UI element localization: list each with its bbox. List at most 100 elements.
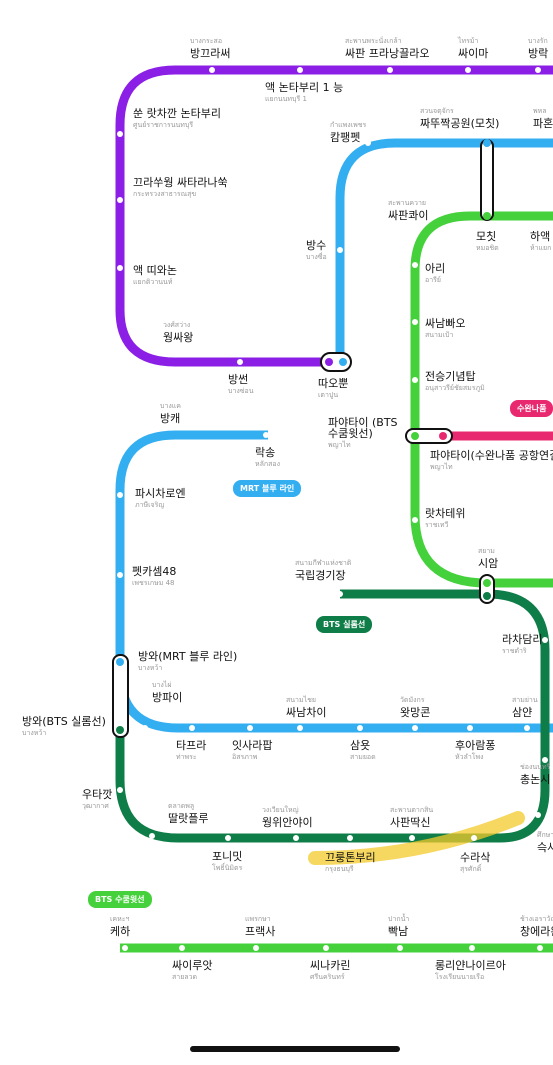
station-name: 빡남	[388, 925, 409, 938]
station-name: 랏차테위	[425, 507, 466, 520]
station-thai-name: สุรศักดิ์	[460, 865, 482, 873]
station-name: 왓망콘	[400, 706, 431, 719]
station-label-bang-wa-mrt[interactable]: 방와(MRT 블루 라인)บางหว้า	[138, 651, 237, 672]
station-name: 수라삭	[460, 851, 491, 864]
station-name: 방끄라써	[190, 47, 231, 60]
station-thai-name: กรุงธนบุรี	[325, 865, 354, 873]
station-name: 국립경기장	[295, 569, 346, 582]
station-name: 씨나카린	[310, 959, 351, 972]
station-name: 웡위안야이	[262, 816, 313, 829]
station-thai-name: วัดมังกร	[400, 696, 425, 704]
station-label-chang-erawan[interactable]: ช้างเอราวัณ창에라완	[520, 916, 553, 938]
interchange-dot	[483, 592, 491, 600]
station-thai-name: โรงเรียนนายเรือ	[435, 973, 485, 981]
station-name: 후아람퐁	[455, 739, 496, 752]
line-tag-bts-silom: BTS 실롬선	[316, 616, 373, 633]
station-name: 캄팽펫	[330, 131, 361, 144]
station-thai-name: ราชดำริ	[502, 647, 527, 655]
station-name: 프랙사	[245, 925, 276, 938]
interchange-dot	[325, 358, 333, 366]
station-name: 우타깟	[82, 788, 113, 801]
station-name: 삼욧	[350, 739, 371, 752]
station-thai-name: อิสรภาพ	[232, 753, 258, 761]
station-thai-name: อารีย์	[425, 276, 441, 284]
station-label-talat-phlu[interactable]: ตลาดพลู딸랏플루	[168, 802, 208, 825]
station-thai-name: ตลาดพลู	[168, 802, 195, 810]
station-label-wat-mangkon[interactable]: วัดมังกร 왓망콘	[400, 696, 431, 719]
station-label-bang-phai[interactable]: บางไผ่방파이	[152, 682, 182, 704]
station-label-national-stadium[interactable]: สนามกีฬาแห่งชาติ국립경기장	[295, 560, 351, 582]
line-tag-airport: 수완나품	[510, 400, 553, 417]
station-name: 파야타이 (BTS 수쿰윗선)	[328, 416, 398, 440]
station-label-chong-nonsi[interactable]: ช่องนนทรี총논시	[520, 764, 551, 786]
station-thai-name: หลักสอง	[255, 460, 281, 468]
station-name: 싸이마	[458, 47, 489, 60]
station-name: 끄라쑤웡 싸타라나쑥	[133, 176, 228, 189]
station-name: 방캐	[160, 412, 181, 425]
station-name: 시암	[478, 557, 499, 570]
home-indicator[interactable]	[190, 1046, 400, 1052]
station-name: 모칫	[476, 230, 497, 243]
station-label-bang-wa-bts[interactable]: 방와(BTS 실롬선)บางหว้า	[22, 716, 106, 737]
station-thai-name: บางซื่อ	[306, 253, 327, 261]
station-thai-name: พหล	[533, 107, 547, 115]
blue-line-upper	[335, 138, 553, 362]
station-thai-name: สามยอด	[350, 753, 376, 761]
station-name: 싸남차이	[286, 706, 327, 719]
station-label-wongwian-yai[interactable]: วงเวียนใหญ่웡위안야이	[262, 807, 313, 829]
station-name: 전승기념탑	[425, 370, 476, 383]
station-thai-name: สะพานตากสิน	[390, 806, 434, 814]
interchange-dot	[116, 726, 124, 734]
station-name: 총논시	[520, 773, 551, 786]
station-name: 싸이루앗	[172, 959, 213, 972]
station-label-phaya-thai-bts[interactable]: 파야타이 (BTS 수쿰윗선)พญาไท	[328, 417, 398, 449]
